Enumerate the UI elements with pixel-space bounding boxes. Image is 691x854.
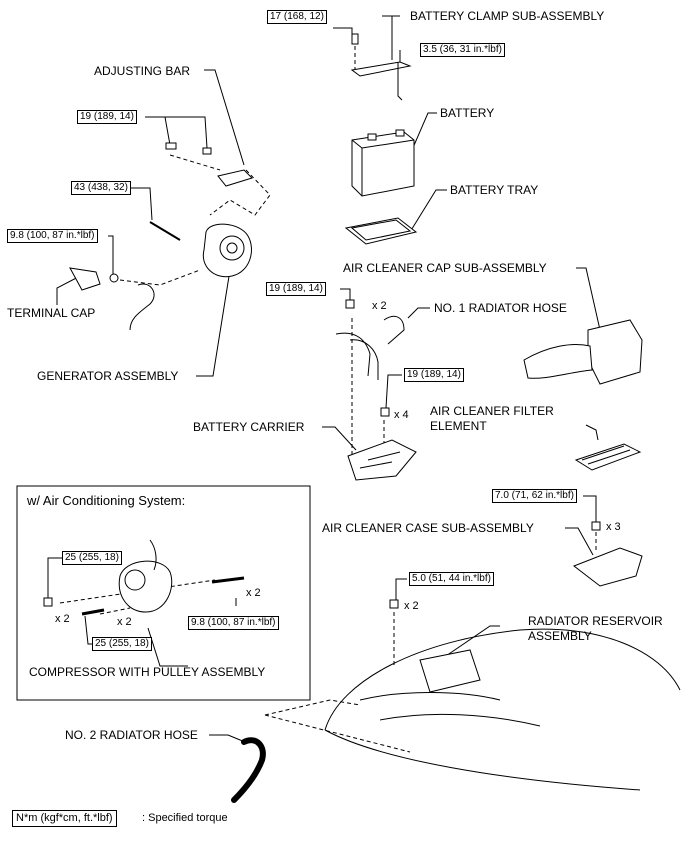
label-air-cleaner-filter-line2: ELEMENT — [430, 419, 487, 433]
qty-carrier-bolts-4: x 4 — [394, 409, 409, 421]
adjusting-bar-drawing — [149, 142, 253, 241]
legend-unit-box: N*m (kgf*cm, ft.*lbf) — [12, 810, 117, 827]
torque-compressor-stud: 9.8 (100, 87 in.*lbf) — [188, 616, 279, 630]
label-radiator-reservoir-line1: RADIATOR RESERVOIR — [528, 614, 663, 628]
qty-carrier-bolt: x 2 — [372, 300, 387, 312]
label-battery: BATTERY — [440, 106, 495, 120]
torque-radiator-reservoir: 5.0 (51, 44 in.*lbf) — [409, 572, 494, 586]
dashed-lines — [59, 46, 597, 753]
label-adjusting-bar: ADJUSTING BAR — [94, 64, 191, 78]
battery-drawing — [351, 129, 415, 197]
torque-clamp-rod: 3.5 (36, 31 in.*lbf) — [420, 43, 505, 57]
air-cleaner-cap-drawing — [523, 319, 643, 385]
torque-generator-pivot: 43 (438, 32) — [71, 181, 131, 195]
battery-tray-drawing — [344, 217, 418, 245]
no1-radiator-hose-drawing — [335, 299, 405, 380]
label-compressor: COMPRESSOR WITH PULLEY ASSEMBLY — [29, 665, 266, 679]
label-air-cleaner-filter-line1: AIR CLEANER FILTER — [430, 404, 554, 418]
torque-carrier-bolt: 19 (189, 14) — [266, 282, 326, 296]
label-battery-clamp: BATTERY CLAMP SUB-ASSEMBLY — [410, 9, 605, 23]
qty-compressor-bolt-b: x 2 — [117, 616, 132, 628]
torque-compressor-bolt-a: 25 (255, 18) — [62, 551, 122, 565]
qty-compressor-bolt-a: x 2 — [55, 613, 70, 625]
torque-clamp-bolt: 17 (168, 12) — [267, 10, 327, 24]
torque-compressor-bolt-b: 25 (255, 18) — [92, 637, 152, 651]
label-battery-tray: BATTERY TRAY — [450, 183, 539, 197]
leader-lines — [47, 15, 601, 743]
label-air-cleaner-cap: AIR CLEANER CAP SUB-ASSEMBLY — [343, 261, 547, 275]
inset-title: w/ Air Conditioning System: — [27, 493, 186, 508]
label-no2-radiator-hose: NO. 2 RADIATOR HOSE — [65, 728, 198, 742]
air-cleaner-case-drawing — [572, 521, 643, 587]
qty-air-cleaner-case: x 3 — [606, 521, 621, 533]
label-no1-radiator-hose: NO. 1 RADIATOR HOSE — [434, 301, 567, 315]
inset-frame — [16, 485, 311, 701]
engine-bay-drawing — [324, 599, 681, 791]
no2-radiator-hose-drawing — [231, 737, 266, 803]
torque-adjusting-bar-bolts: 19 (189, 14) — [77, 110, 137, 124]
legend-description: : Specified torque — [142, 812, 228, 824]
air-cleaner-filter-drawing — [574, 443, 642, 471]
battery-clamp-drawing — [350, 33, 412, 101]
qty-radiator-reservoir: x 2 — [404, 600, 419, 612]
label-terminal-cap: TERMINAL CAP — [7, 306, 96, 320]
battery-carrier-drawing — [347, 407, 417, 481]
compressor-drawing — [43, 539, 245, 616]
label-battery-carrier: BATTERY CARRIER — [193, 420, 305, 434]
generator-drawing — [69, 223, 252, 331]
qty-compressor-stud: x 2 — [246, 587, 261, 599]
torque-generator-terminal: 9.8 (100, 87 in.*lbf) — [7, 229, 98, 243]
label-radiator-reservoir-line2: ASSEMBLY — [528, 629, 592, 643]
torque-air-cleaner-case: 7.0 (71, 62 in.*lbf) — [492, 489, 577, 503]
label-generator-assembly: GENERATOR ASSEMBLY — [37, 369, 179, 383]
torque-carrier-bolts-4: 19 (189, 14) — [404, 368, 464, 382]
label-air-cleaner-case: AIR CLEANER CASE SUB-ASSEMBLY — [322, 521, 534, 535]
